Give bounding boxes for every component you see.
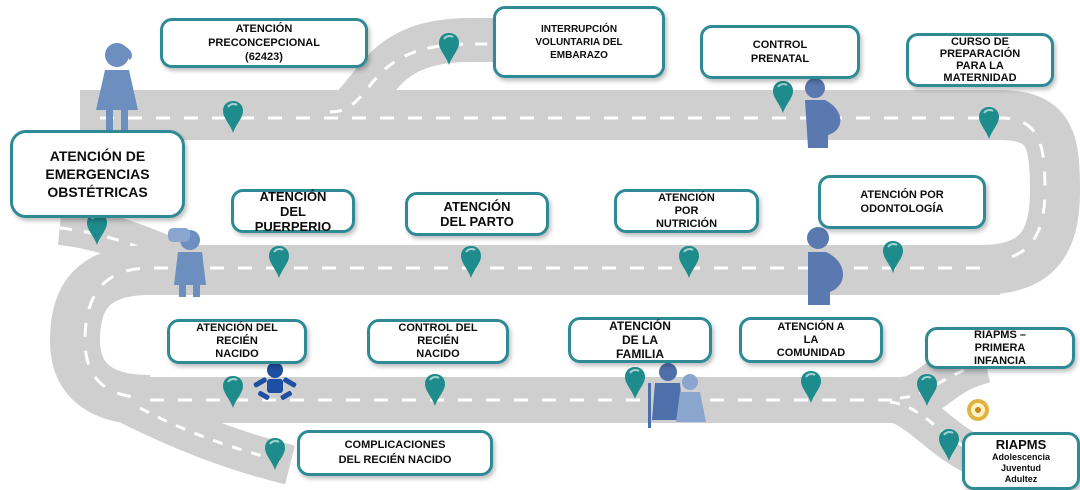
station-riapms[interactable]: RIAPMS Adolescencia Juventud Adultez — [962, 432, 1080, 490]
map-pin-icon — [222, 100, 244, 134]
map-pin-icon — [438, 32, 460, 66]
road-segment-middle — [49, 245, 1000, 425]
station-odontologia[interactable]: ATENCIÓN POR ODONTOLOGÍA — [818, 175, 986, 229]
map-pin-icon — [916, 373, 938, 407]
station-recien-nacido[interactable]: ATENCIÓN DEL RECIÉN NACIDO — [167, 319, 307, 364]
map-pin-icon — [978, 106, 1000, 140]
map-pin-icon — [268, 245, 290, 279]
station-control-recien-nacido[interactable]: CONTROL DEL RECIÉN NACIDO — [367, 319, 509, 364]
map-pin-icon — [678, 245, 700, 279]
riapms-title: RIAPMS — [995, 436, 1047, 452]
map-pin-icon — [460, 245, 482, 279]
station-complicaciones[interactable]: COMPLICACIONES DEL RECIÉN NACIDO — [297, 430, 493, 476]
map-pin-icon — [882, 240, 904, 274]
map-pin-icon — [624, 366, 646, 400]
pregnant-woman-icon — [805, 78, 841, 148]
station-familia[interactable]: ATENCIÓN DE LA FAMILIA — [568, 317, 712, 363]
station-comunidad[interactable]: ATENCIÓN A LA COMUNIDAD — [739, 317, 883, 363]
map-pin-icon — [938, 428, 960, 462]
seal-icon — [967, 399, 989, 421]
baby-icon — [253, 362, 297, 400]
mother-with-baby-icon — [168, 228, 206, 297]
map-pin-icon — [424, 373, 446, 407]
station-curso-maternidad[interactable]: CURSO DE PREPARACIÓN PARA LA MATERNIDAD — [906, 33, 1054, 87]
map-pin-icon — [772, 80, 794, 114]
station-puerperio[interactable]: ATENCIÓN DEL PUERPERIO — [231, 189, 355, 234]
station-nutricion[interactable]: ATENCIÓN POR NUTRICIÓN — [614, 189, 759, 233]
station-primera-infancia[interactable]: RIAPMS – PRIMERA INFANCIA — [925, 327, 1075, 369]
family-icon — [648, 363, 706, 428]
station-parto[interactable]: ATENCIÓN DEL PARTO — [405, 192, 549, 236]
station-preconcepcional[interactable]: ATENCIÓN PRECONCEPCIONAL (62423) — [160, 18, 368, 68]
map-pin-icon — [264, 437, 286, 471]
riapms-subtitle: Adolescencia Juventud Adultez — [991, 451, 1051, 484]
station-control-prenatal[interactable]: CONTROL PRENATAL — [700, 25, 860, 79]
map-pin-icon — [222, 375, 244, 409]
station-emergencias[interactable]: ATENCIÓN DE EMERGENCIAS OBSTÉTRICAS — [10, 130, 185, 218]
pregnant-woman-icon — [807, 227, 844, 305]
road-segment-bottom — [121, 337, 994, 485]
map-pin-icon — [800, 370, 822, 404]
station-ive[interactable]: INTERRUPCIÓN VOLUNTARIA DEL EMBARAZO — [493, 6, 665, 78]
woman-icon — [96, 43, 138, 135]
